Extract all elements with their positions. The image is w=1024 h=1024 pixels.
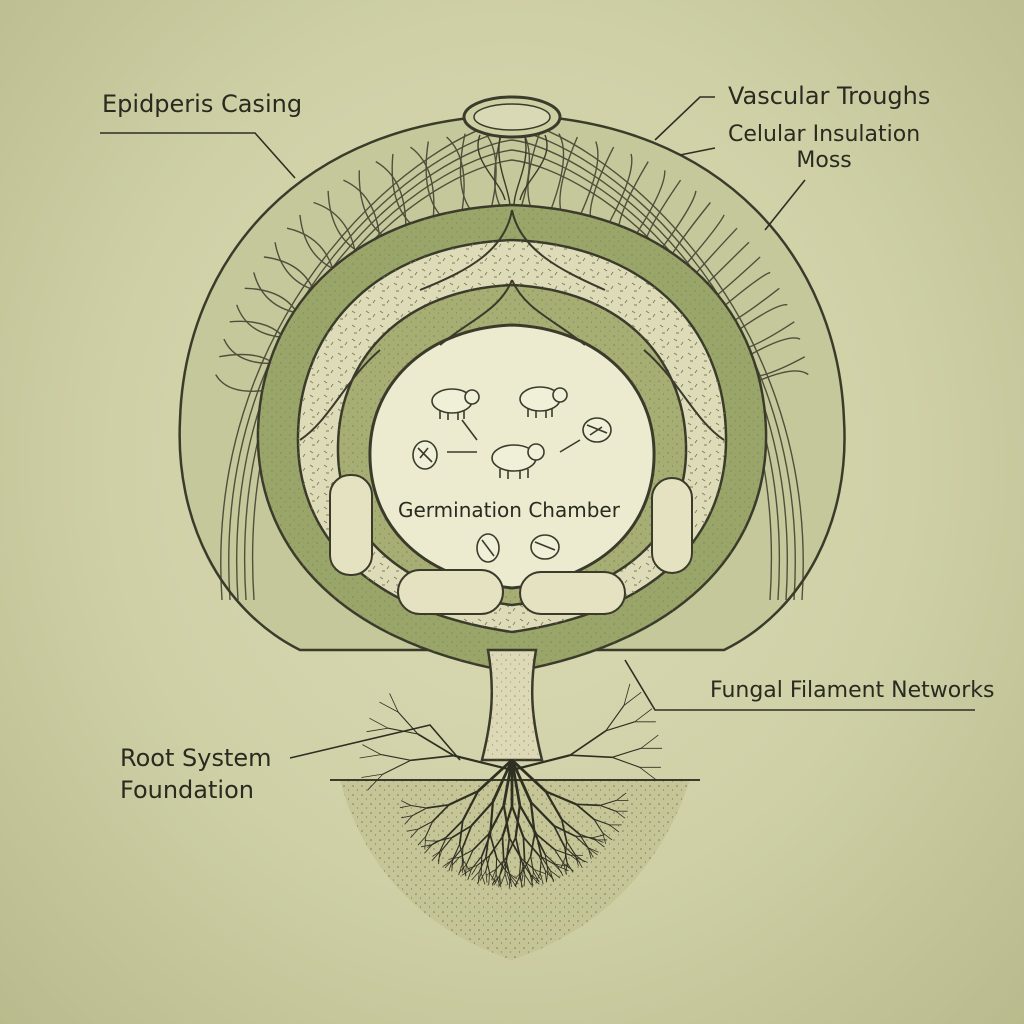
label-germination-chamber: Germination Chamber: [398, 498, 620, 522]
insulation-pods: [329, 474, 693, 615]
pig-icon: [519, 386, 568, 418]
seed-icon: [412, 440, 438, 470]
chamber-contents: [412, 386, 612, 563]
pig-icon: [431, 388, 480, 420]
pig-icon: [491, 443, 545, 479]
seed-icon: [530, 534, 560, 560]
label-cellular-insulation-moss: Celular Insulation Moss: [728, 122, 921, 173]
leader-lines: [100, 96, 975, 761]
vascular-troughs-veins: [299, 209, 725, 441]
top-vent-opening: [462, 95, 562, 206]
seed-icon: [476, 533, 500, 563]
label-vascular-troughs: Vascular Troughs: [728, 82, 931, 110]
label-epidermis-casing: Epidperis Casing: [102, 90, 303, 118]
label-root-system-foundation: Root System Foundation: [120, 744, 272, 804]
seed-icon: [582, 417, 612, 443]
root-system: [359, 683, 663, 889]
label-fungal-filament-networks: Fungal Filament Networks: [710, 678, 995, 703]
